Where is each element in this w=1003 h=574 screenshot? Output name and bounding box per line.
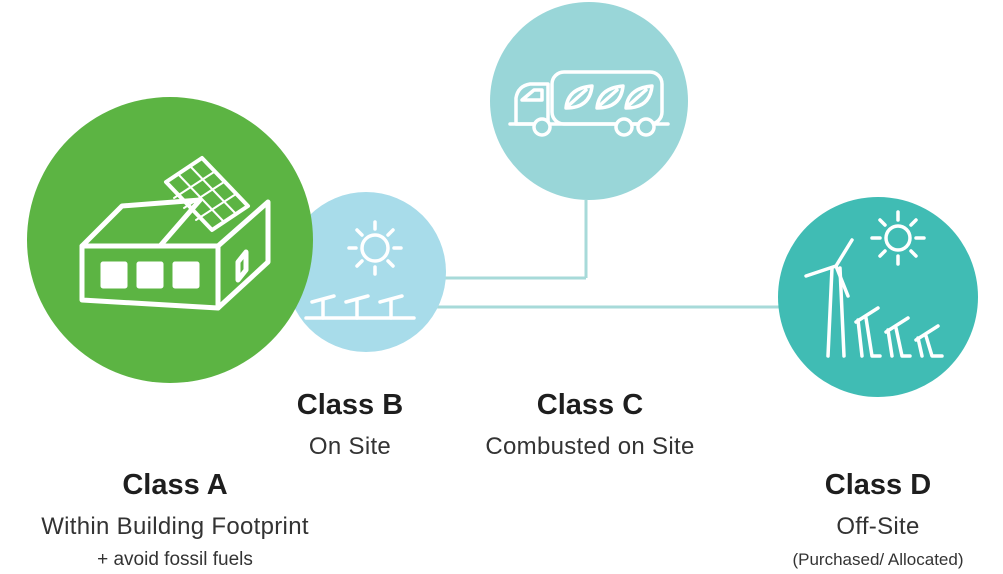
class-c-title: Class C <box>536 389 644 421</box>
connector-lines <box>430 200 790 309</box>
class-a-subtitle: Within Building Footprint <box>41 513 309 540</box>
class-d-node <box>778 197 978 397</box>
class-d-title: Class D <box>824 469 932 501</box>
biofuel-truck-icon <box>508 70 670 137</box>
building-with-solar-panel-icon <box>79 156 271 311</box>
class-b-subtitle: On Site <box>308 433 392 460</box>
sun-and-solar-array-icon <box>304 220 416 320</box>
class-c-subtitle: Combusted on Site <box>485 433 695 460</box>
class-d-subtitle: Off-Site <box>836 513 920 540</box>
wind-turbine-and-solar-icon <box>804 210 944 358</box>
class-a-title: Class A <box>122 469 228 501</box>
class-a-circle <box>27 97 313 383</box>
class-b-node <box>286 192 446 352</box>
class-c-node <box>490 2 688 200</box>
class-b-title: Class B <box>296 389 404 421</box>
class-a-node <box>27 97 313 383</box>
class-d-note: (Purchased/ Allocated) <box>792 550 964 569</box>
class-a-note: + avoid fossil fuels <box>97 549 253 570</box>
class-d-circle <box>778 197 978 397</box>
class-b-circle <box>286 192 446 352</box>
class-c-circle <box>490 2 688 200</box>
